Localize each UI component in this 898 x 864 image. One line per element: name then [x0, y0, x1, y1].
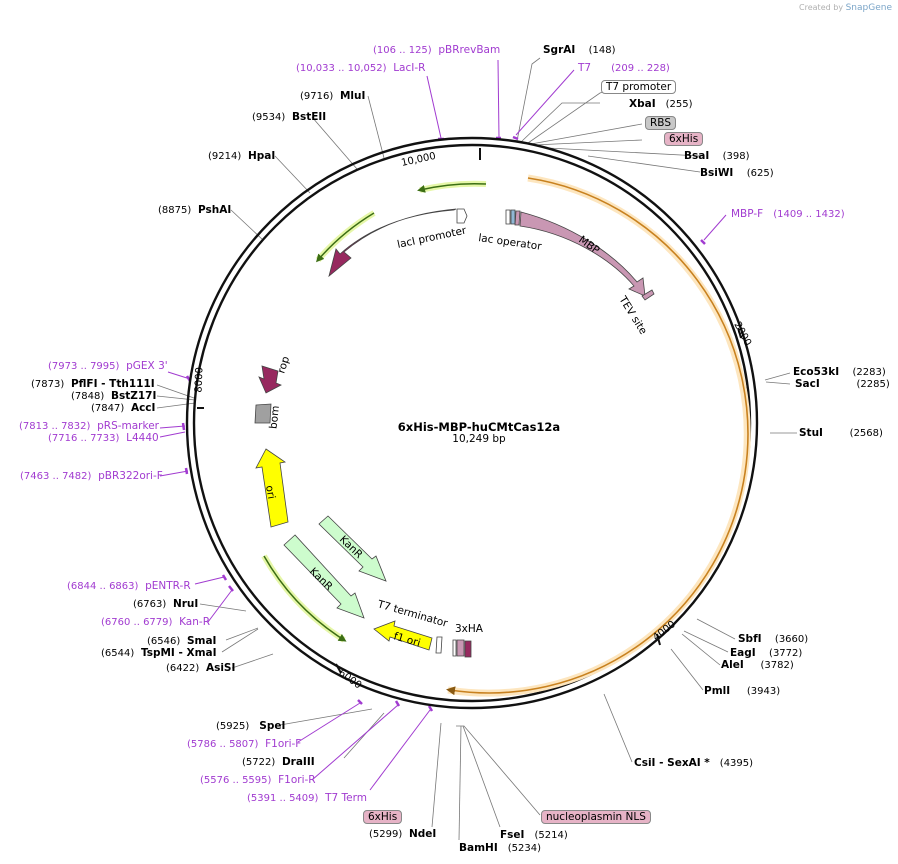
tick-label-6000: 6000: [336, 668, 363, 692]
feature-box-nucleoplasmin-nls: nucleoplasmin NLS: [541, 810, 651, 824]
feature-label-rop: rop: [275, 355, 292, 375]
enzyme-label-pshai: (8875) PshAI: [158, 204, 232, 216]
enzyme-label-pflfi-tth111i: (7873) PflFI - Tth111I: [31, 378, 155, 390]
cas12a-insert-arc: [446, 177, 749, 696]
primer-label-prs-marker: (7813 .. 7832) pRS-marker: [19, 420, 159, 432]
enzyme-label-stui: StuI (2568): [799, 427, 883, 439]
label-leader-lines: [156, 57, 797, 841]
enzyme-label-mlui: (9716) MluI: [300, 90, 366, 102]
enzyme-label-asisi: (6422) AsiSI: [166, 662, 236, 674]
enzyme-label-fsei: FseI (5214): [500, 829, 568, 841]
plasmid-size: 10,249 bp: [452, 433, 506, 445]
primer-label-laci-r: (10,033 .. 10,052) LacI-R: [296, 62, 426, 74]
primer-label-f1ori-r: (5576 .. 5595) F1ori-R: [200, 774, 316, 786]
enzyme-label-eco53ki: Eco53kI (2283): [793, 366, 886, 378]
enzyme-label-draiii: (5722) DraIII: [242, 756, 315, 768]
enzyme-label-sbfi: SbfI (3660): [738, 633, 809, 645]
tick-label-8000: 8000: [194, 367, 206, 393]
primer-label-pbr322ori-f: (7463 .. 7482) pBR322ori-F: [20, 470, 163, 482]
enzyme-label-sgrai: SgrAI (148): [543, 44, 616, 56]
enzyme-label-smai: (6546) SmaI: [147, 635, 217, 647]
backbone-outer-strand: [185, 136, 759, 710]
enzyme-label-tspmi-xmai: (6544) TspMI - XmaI: [101, 647, 217, 659]
primer-label-pentr-r: (6844 .. 6863) pENTR-R: [67, 580, 191, 592]
enzyme-label-spei: (5925) SpeI: [216, 720, 286, 732]
enzyme-label-pmli: PmlI (3943): [704, 685, 781, 697]
enzyme-label-bstz17i: (7848) BstZ17I: [71, 390, 157, 402]
primer-label-kan-r: (6760 .. 6779) Kan-R: [101, 616, 210, 628]
enzyme-label-nrui: (6763) NruI: [133, 598, 199, 610]
enzyme-label-bsteii: (9534) BstEII: [252, 111, 327, 123]
snapgene-logo: SnapGene: [845, 3, 892, 13]
enzyme-label-hpai: (9214) HpaI: [208, 150, 276, 162]
feature-box-6xhis-top: 6xHis: [664, 132, 704, 146]
primer-label-mbp-f: MBP-F (1409 .. 1432): [731, 208, 845, 220]
primer-label-f1ori-f: (5786 .. 5807) F1ori-F: [187, 738, 302, 750]
feature-label-bom: bom: [268, 405, 282, 429]
feature-label-lac-operator: lac operator: [478, 232, 543, 253]
enzyme-label-bamhi: BamHI (5234): [459, 842, 542, 854]
plasmid-name: 6xHis-MBP-huCMtCas12a: [397, 420, 561, 434]
feature-box-rbs: RBS: [645, 116, 676, 130]
enzyme-label-eagi: EagI (3772): [730, 647, 803, 659]
feature-label-tev-site: TEV site: [616, 293, 649, 336]
feature-box-6xhis-bottom: 6xHis: [363, 810, 403, 824]
enzyme-label-csii-sexai: CsiI - SexAI * (4395): [634, 757, 754, 769]
enzyme-label-bsiwi: BsiWI (625): [700, 167, 774, 179]
primer-label-t7-term: (5391 .. 5409) T7 Term: [247, 792, 367, 804]
primer-label-pgex-3: (7973 .. 7995) pGEX 3': [48, 360, 168, 372]
feature-label-ori: ori: [263, 484, 277, 500]
enzyme-label-alei: AleI (3782): [721, 659, 794, 671]
scale-ticks: [197, 148, 742, 674]
feature-label-3xha: 3xHA: [455, 623, 484, 635]
enzyme-label-ndei: (5299) NdeI: [369, 828, 437, 840]
enzyme-label-saci: SacI (2285): [795, 378, 890, 390]
feature-shapes: [254, 208, 655, 658]
snapgene-credit: Created by SnapGene: [799, 3, 892, 13]
enzyme-label-xbai: XbaI (255): [629, 98, 693, 110]
orf-arrows: [261, 180, 487, 643]
primer-label-t7: T7 (209 .. 228): [578, 62, 670, 74]
enzyme-label-acci: (7847) AccI: [91, 402, 156, 414]
enzyme-label-bsai: BsaI (398): [684, 150, 750, 162]
feature-label-laci-promoter: lacI promoter: [396, 224, 468, 250]
primer-label-pbrrevbam: (106 .. 125) pBRrevBam: [373, 44, 501, 56]
primer-leader-lines: [159, 59, 727, 791]
primer-label-l4440: (7716 .. 7733) L4440: [48, 432, 159, 444]
feature-box-t7-promoter: T7 promoter: [601, 80, 677, 94]
